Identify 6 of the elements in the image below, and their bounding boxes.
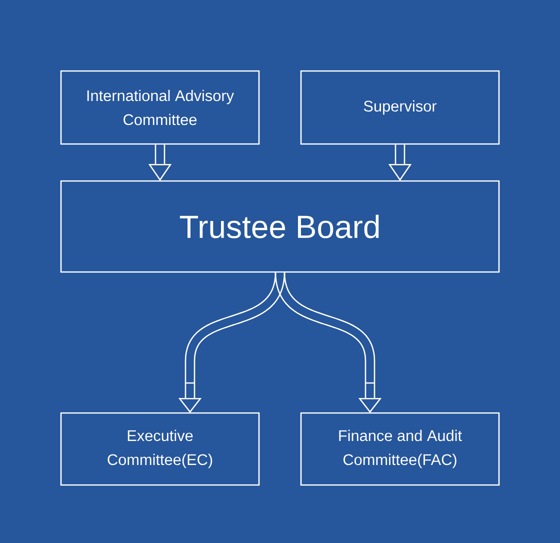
org-box: Finance and Audit Committee(FAC) [300,412,500,486]
board-box: Trustee Board [60,180,500,273]
org-box: Supervisor [300,70,500,145]
org-box: International Advisory Committee [60,70,260,145]
org-box: Executive Committee(EC) [60,412,260,486]
hollow-arrow [274,271,382,413]
